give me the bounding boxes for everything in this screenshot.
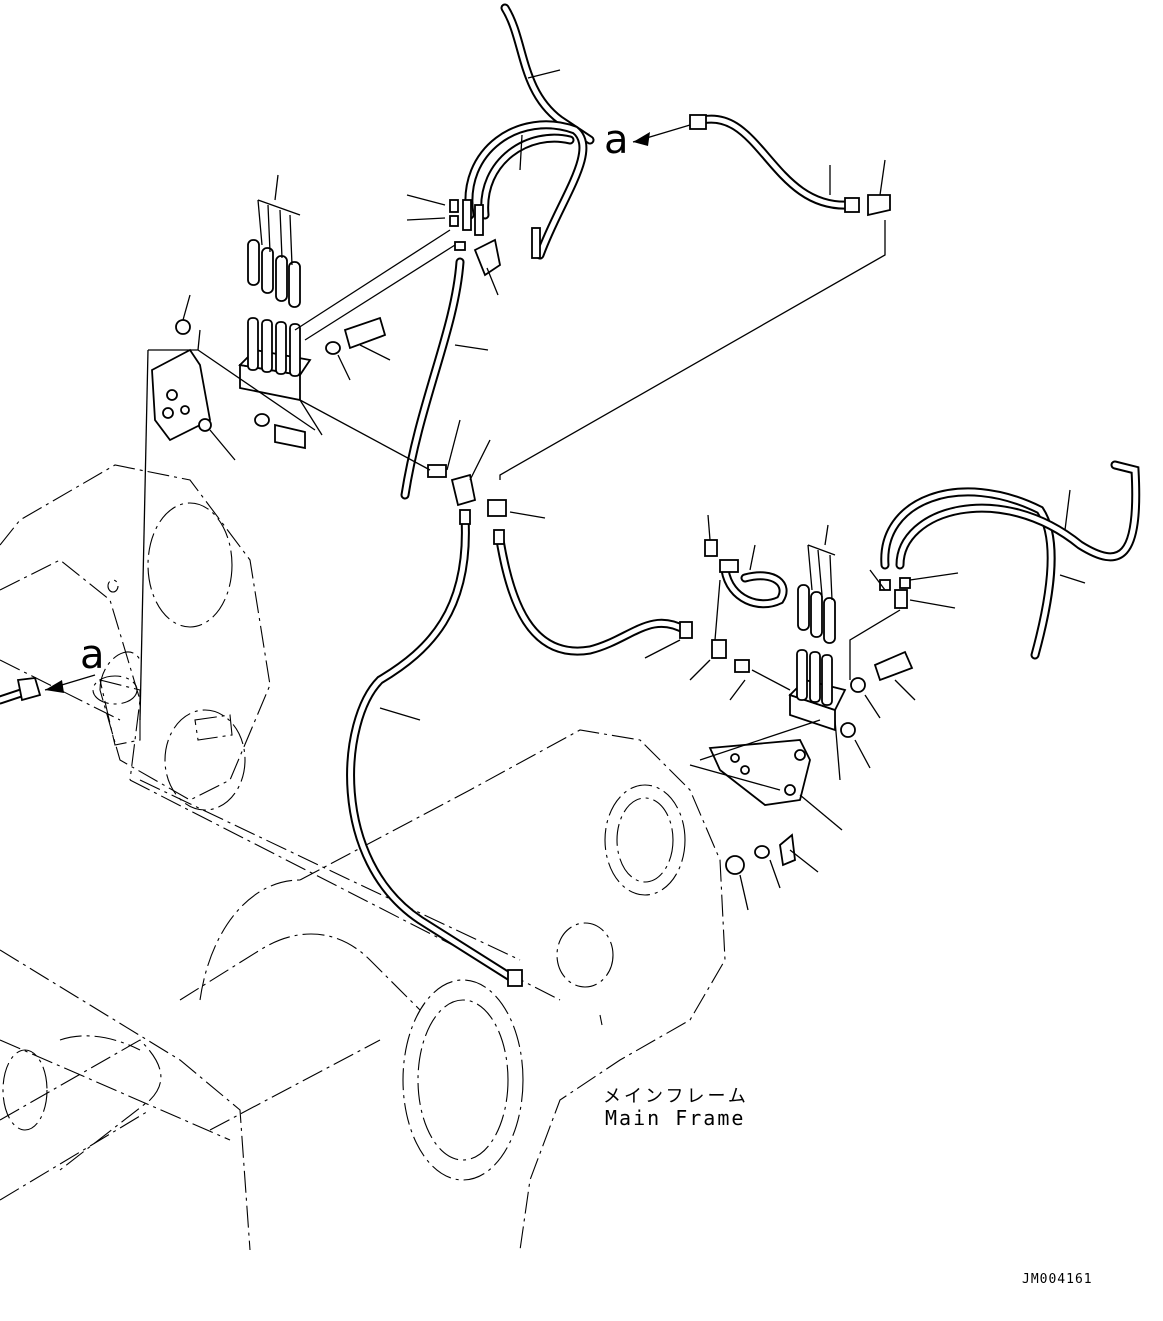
top-fittings bbox=[449, 199, 541, 277]
right-lube-block bbox=[679, 539, 914, 875]
middle-fittings bbox=[427, 114, 891, 987]
leader-lines bbox=[44, 69, 1086, 911]
hose-group bbox=[0, 3, 1141, 985]
main-frame-label-english: Main Frame bbox=[605, 1106, 746, 1130]
reference-mark-left: a bbox=[80, 632, 105, 678]
reference-mark-top-right: a bbox=[604, 117, 629, 163]
main-frame-label-japanese: メインフレーム bbox=[603, 1086, 749, 1107]
reference-arrows bbox=[16, 132, 650, 702]
drawing-number: JM004161 bbox=[1022, 1272, 1093, 1287]
main-frame-outline bbox=[0, 464, 726, 1251]
left-lube-block bbox=[151, 199, 387, 450]
